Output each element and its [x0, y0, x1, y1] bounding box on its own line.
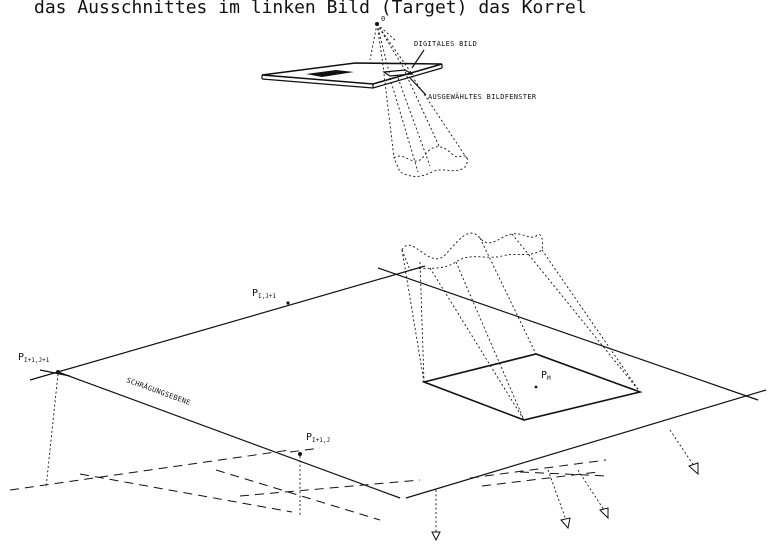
top-figure: 0 DIGITALES BILD AUSGEWÄHLTES BILDFENSTE…	[261, 15, 537, 177]
point-i1-j-label: PI+1,J	[306, 432, 330, 444]
node-m	[534, 385, 538, 389]
bottom-figure: PI,J+1 PI+1,J+1 PI+1,J PM SCHRÄGUNGSEBEN…	[9, 232, 767, 542]
node-i1-j1	[56, 370, 60, 374]
point-i-j1-label: PI,J+1	[252, 288, 276, 300]
grid-line-upper	[29, 265, 426, 381]
grid-line-right-b	[405, 389, 767, 499]
point-m-label: PM	[541, 370, 551, 382]
point-i1-j1-label: PI+1,J+1	[18, 352, 50, 364]
grid-line-right-a	[377, 267, 759, 401]
selected-window-small	[382, 69, 414, 77]
node-i1-j	[298, 452, 302, 456]
selected-window-label: AUSGEWÄHLTES BILDFENSTER	[428, 92, 537, 101]
dark-image-region	[306, 70, 354, 77]
node-i-j1	[286, 301, 290, 305]
terrain-patch-small	[393, 146, 469, 177]
selected-window-large	[421, 353, 643, 421]
grid-line-left	[57, 371, 401, 499]
digital-image-label: DIGITALES BILD	[414, 40, 477, 48]
origin-label: 0	[381, 15, 386, 23]
caption-text: das Ausschnittes im linken Bild (Target)…	[34, 0, 587, 18]
plane-label: SCHRÄGUNGSEBENE	[125, 375, 192, 407]
terrain-patch-large	[401, 232, 543, 271]
